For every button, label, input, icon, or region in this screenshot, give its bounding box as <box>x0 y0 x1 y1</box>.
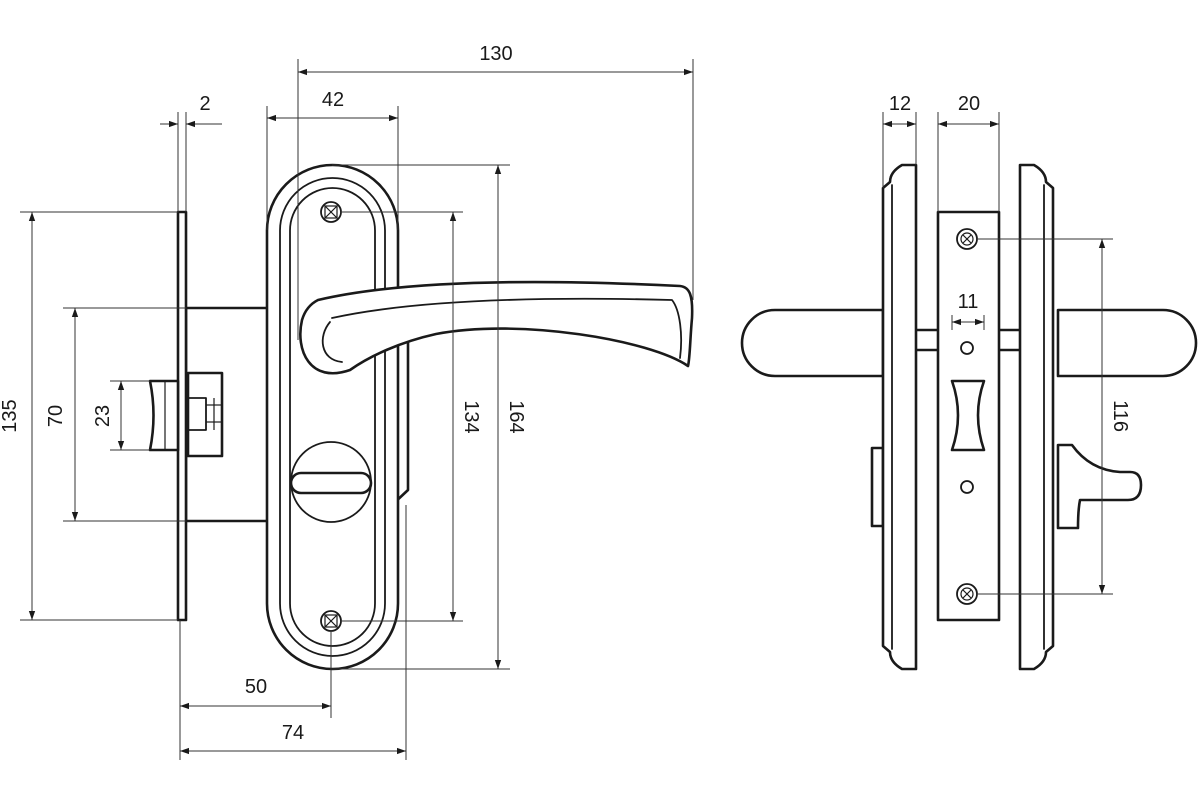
side-hole-top <box>960 341 974 355</box>
dim-lock-depth: 74 <box>282 722 304 744</box>
dim-escutcheon-height: 164 <box>505 400 527 433</box>
dim-lock-body-height: 70 <box>45 405 67 427</box>
side-release-tab <box>870 446 885 528</box>
side-view <box>740 163 1198 671</box>
dim-side-lock-width: 20 <box>958 93 980 115</box>
dim-screw-spacing: 134 <box>460 400 482 433</box>
front-lever-handle <box>299 280 694 375</box>
dimension-labels: 130 42 2 135 70 23 134 164 50 74 12 20 1… <box>0 43 1131 744</box>
side-hole-bottom <box>960 480 974 494</box>
dim-backset: 50 <box>245 676 267 698</box>
side-latch-opening <box>950 379 986 452</box>
dimension-lines <box>20 59 1113 760</box>
front-view <box>148 163 694 671</box>
dim-latch-height: 23 <box>92 405 114 427</box>
latch-bolt <box>148 371 224 458</box>
dim-spindle-size: 11 <box>958 291 979 313</box>
side-lever-right <box>1056 308 1198 378</box>
dim-faceplate-height: 135 <box>0 399 21 432</box>
side-lever-left <box>740 308 885 378</box>
dim-faceplate-thickness: 2 <box>199 93 210 115</box>
dim-side-escutcheon-thickness: 12 <box>889 93 911 115</box>
side-lock-faceplate <box>936 210 1001 622</box>
dim-escutcheon-width: 42 <box>322 89 344 111</box>
dim-overall-length: 130 <box>479 43 512 65</box>
privacy-thumbturn-icon <box>289 441 373 523</box>
dim-side-screw-spacing: 116 <box>1109 400 1131 432</box>
side-escutcheon-left <box>881 163 918 671</box>
side-escutcheon-right <box>1018 163 1055 671</box>
front-escutcheon <box>265 163 410 671</box>
side-thumbturn <box>1056 443 1143 530</box>
